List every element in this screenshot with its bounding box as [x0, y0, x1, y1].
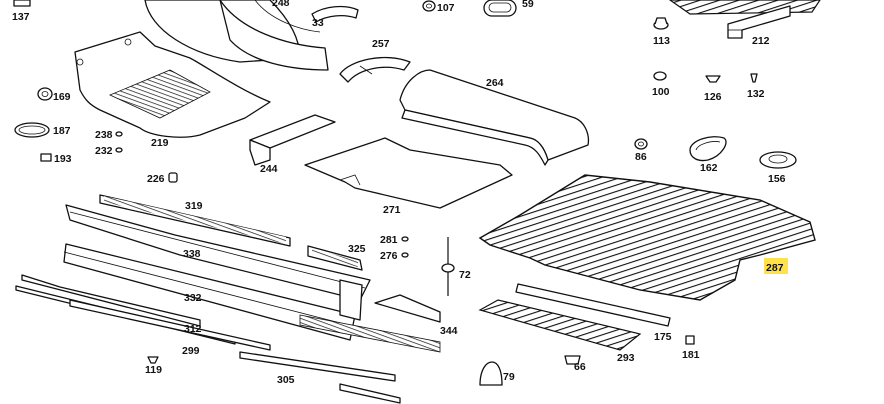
label-79: 79	[503, 371, 515, 383]
label-156: 156	[768, 173, 786, 185]
label-162: 162	[700, 162, 718, 174]
part-264	[399, 69, 590, 166]
label-33: 33	[312, 17, 324, 29]
part-137	[13, 0, 31, 7]
part-319	[99, 194, 291, 247]
label-175: 175	[654, 331, 672, 343]
part-187	[14, 122, 50, 138]
part-100	[653, 71, 667, 81]
part-193	[40, 153, 52, 162]
part-238	[115, 131, 123, 137]
label-187: 187	[53, 125, 71, 137]
label-100: 100	[652, 86, 670, 98]
part-226	[168, 172, 178, 183]
label-181: 181	[682, 349, 700, 361]
label-293: 293	[617, 352, 635, 364]
part-33	[311, 5, 359, 23]
part-107	[422, 0, 436, 12]
label-248: 248	[272, 0, 290, 9]
label-338: 338	[183, 248, 201, 260]
part-132	[750, 73, 758, 83]
part-175	[515, 283, 671, 327]
label-257: 257	[372, 38, 390, 50]
part-305	[239, 351, 401, 404]
label-219: 219	[151, 137, 169, 149]
label-169: 169	[53, 91, 71, 103]
highlight-287	[764, 258, 788, 274]
label-119: 119	[145, 364, 162, 376]
part-162	[689, 136, 727, 162]
part-293	[478, 299, 642, 351]
part-212	[727, 5, 791, 39]
part-86	[634, 138, 648, 150]
part-299	[69, 299, 271, 351]
label-86: 86	[635, 151, 647, 163]
label-287: 287	[766, 262, 784, 274]
part-271	[304, 137, 513, 209]
label-305: 305	[277, 374, 295, 386]
part-276	[401, 252, 409, 258]
part-325	[307, 245, 363, 321]
part-113	[653, 17, 669, 30]
label-132: 132	[747, 88, 765, 100]
label-126: 126	[704, 91, 722, 103]
label-281: 281	[380, 234, 398, 246]
label-193: 193	[54, 153, 72, 165]
part-169	[37, 87, 53, 101]
label-226: 226	[147, 173, 165, 185]
part-287	[478, 174, 816, 301]
part-top-right-mat	[668, 0, 821, 15]
label-276: 276	[380, 250, 398, 262]
label-66: 66	[574, 361, 586, 373]
label-344: 344	[440, 325, 458, 337]
label-264: 264	[486, 77, 504, 89]
part-72	[441, 237, 455, 296]
label-137: 137	[12, 11, 30, 23]
part-181	[685, 335, 695, 345]
label-325: 325	[348, 243, 366, 255]
label-312: 312	[184, 323, 202, 335]
part-332	[63, 243, 441, 353]
part-232	[115, 147, 123, 153]
part-156	[759, 151, 797, 169]
part-281	[401, 236, 409, 242]
label-299: 299	[182, 345, 200, 357]
label-244: 244	[260, 163, 278, 175]
label-212: 212	[752, 35, 770, 47]
part-257	[339, 56, 411, 83]
label-332: 332	[184, 292, 202, 304]
part-59	[483, 0, 517, 17]
part-119	[147, 356, 159, 364]
part-79	[479, 361, 503, 386]
part-126	[705, 75, 721, 83]
part-344	[374, 294, 441, 323]
label-232: 232	[95, 145, 113, 157]
part-219	[74, 31, 271, 138]
part-66	[564, 355, 581, 365]
label-59: 59	[522, 0, 534, 10]
label-72: 72	[459, 269, 471, 281]
label-319: 319	[185, 200, 203, 212]
label-107: 107	[437, 2, 455, 14]
part-tunnel-panel	[144, 0, 329, 71]
part-244	[249, 114, 336, 166]
label-113: 113	[653, 35, 670, 47]
label-238: 238	[95, 129, 113, 141]
label-271: 271	[383, 204, 401, 216]
